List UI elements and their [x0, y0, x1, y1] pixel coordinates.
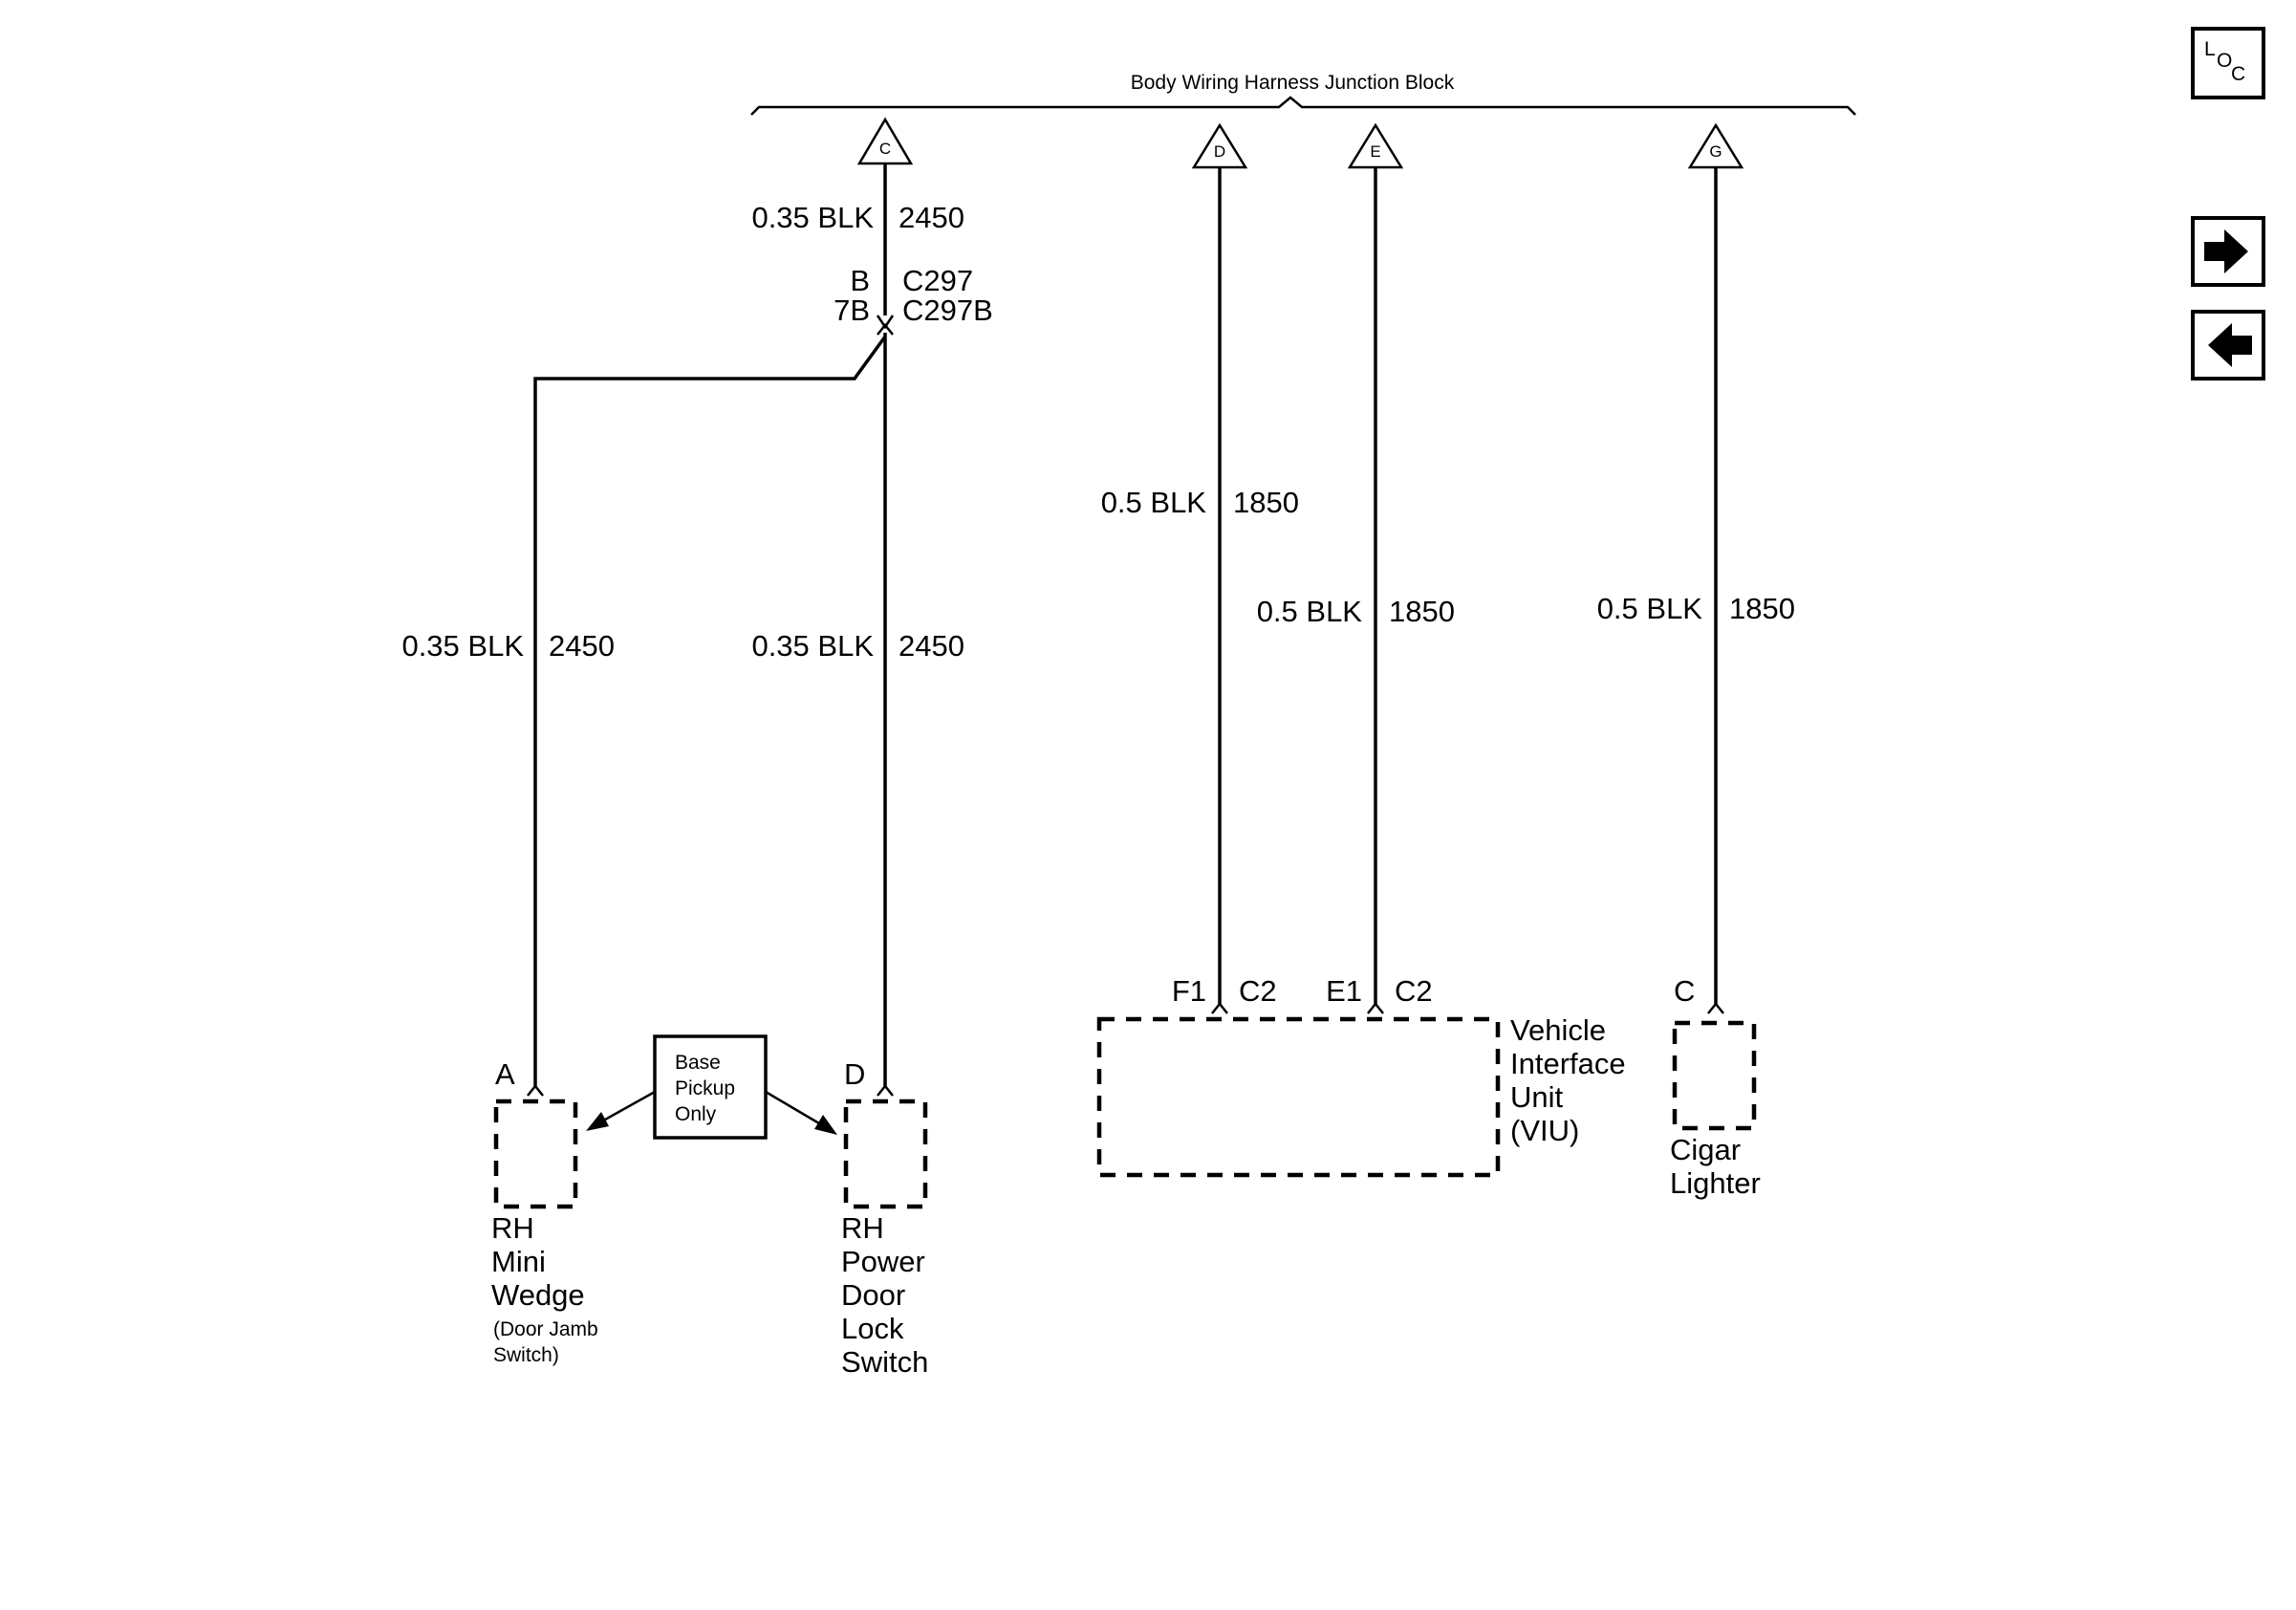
wire-label-left-number: 2450: [549, 629, 615, 663]
wire-label-right-gauge: 0.35 BLK: [751, 629, 874, 663]
splice-branch-wire: [533, 335, 887, 1088]
connector-c297b-name: C297B: [902, 294, 993, 327]
mini-wedge-body: [493, 1099, 578, 1209]
viu-pin-f1: F1: [1172, 974, 1206, 1008]
base-pickup-box: [653, 1034, 768, 1140]
base-pickup-text: Base Pickup Only: [675, 1052, 741, 1125]
door-lock-switch-body: [843, 1099, 928, 1209]
arrow-right-icon: [2204, 229, 2248, 273]
terminal-e: E: [1347, 122, 1404, 169]
viu-pin-e1: E1: [1326, 974, 1362, 1008]
terminal-c: C: [856, 117, 914, 165]
pin-e1-mark: [1367, 1001, 1384, 1014]
mini-wedge-label: RH Mini Wedge: [491, 1211, 585, 1312]
wire-label-left-gauge: 0.35 BLK: [401, 629, 524, 663]
wire-label-e-gauge: 0.5 BLK: [1257, 595, 1363, 628]
wire-label-g-gauge: 0.5 BLK: [1597, 592, 1703, 625]
viu-body: [1096, 1016, 1501, 1178]
wire-label-right-number: 2450: [899, 629, 964, 663]
arrow-left-icon: [2208, 323, 2252, 367]
svg-text:E: E: [1370, 142, 1380, 161]
connector-c297b-pin: 7B: [834, 294, 870, 327]
loc-button[interactable]: L O C: [2191, 27, 2265, 99]
viu-conn-e1: C2: [1395, 974, 1433, 1008]
mini-wedge-note: (Door Jamb Switch): [493, 1318, 604, 1366]
pin-f1-mark: [1211, 1001, 1228, 1014]
connector-c297-name: C297: [902, 264, 973, 297]
junction-block-title: Body Wiring Harness Junction Block: [1131, 72, 1455, 94]
inline-connector-c297-mark: [876, 315, 895, 336]
wire-label-e-number: 1850: [1389, 595, 1455, 628]
base-pickup-arrow-right: [765, 1090, 837, 1135]
base-pickup-arrow-left: [586, 1090, 656, 1131]
wire-label-g-number: 1850: [1729, 592, 1795, 625]
mini-wedge-pin: A: [495, 1057, 515, 1091]
door-lock-switch-label: RH Power Door Lock Switch: [841, 1211, 934, 1379]
cigar-lighter-label: Cigar Lighter: [1670, 1133, 1761, 1200]
pin-a-mark: [527, 1083, 544, 1097]
terminal-g: G: [1687, 122, 1744, 169]
cigar-lighter-body: [1672, 1020, 1757, 1131]
cigar-lighter-pin: C: [1674, 974, 1695, 1008]
viu-conn-f1: C2: [1239, 974, 1277, 1008]
connector-c297-pin: B: [850, 264, 870, 297]
wire-label-c-top-gauge: 0.35 BLK: [751, 201, 874, 234]
svg-text:O: O: [2217, 50, 2232, 72]
terminal-d: D: [1191, 122, 1248, 169]
pin-d-mark: [877, 1083, 894, 1097]
junction-block-bracket: [750, 96, 1856, 116]
pin-c-lighter-mark: [1707, 1001, 1724, 1014]
viu-label: Vehicle Interface Unit (VIU): [1510, 1013, 1634, 1147]
wire-label-c-top-number: 2450: [899, 201, 964, 234]
wire-label-d-number: 1850: [1233, 486, 1299, 519]
wire-label-d-gauge: 0.5 BLK: [1101, 486, 1207, 519]
svg-text:G: G: [1709, 142, 1722, 161]
loc-icon: L O C: [2204, 38, 2245, 85]
svg-text:C: C: [2231, 63, 2245, 85]
previous-page-button[interactable]: [2191, 310, 2265, 381]
svg-text:C: C: [879, 140, 891, 158]
svg-text:D: D: [1214, 142, 1225, 161]
svg-text:L: L: [2204, 38, 2216, 60]
next-page-button[interactable]: [2191, 216, 2265, 287]
door-lock-switch-pin: D: [844, 1057, 865, 1091]
